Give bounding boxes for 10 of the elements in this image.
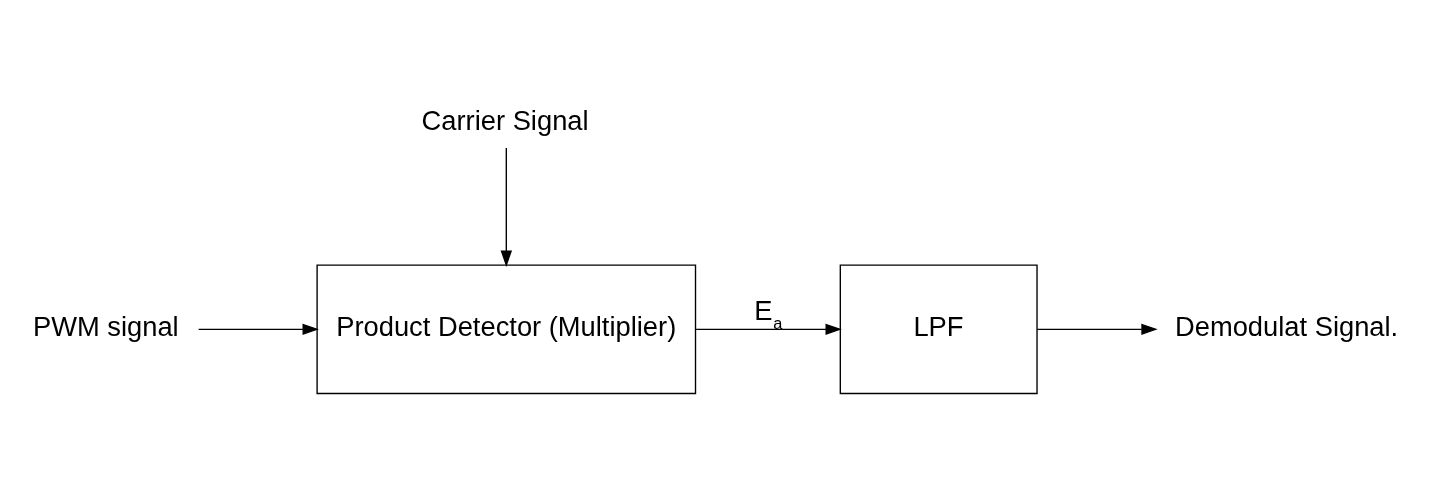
arrow xyxy=(695,323,842,336)
arrow xyxy=(500,147,513,267)
arrow xyxy=(1036,323,1158,336)
edge-label: E$_{a}$ xyxy=(754,294,783,332)
node-text: PWM signal xyxy=(32,311,179,343)
arrow xyxy=(197,323,319,336)
node-text: Demodulat Signal. xyxy=(1175,311,1399,343)
node-box: LPF xyxy=(839,264,1038,395)
node-box: Product Detector (Multiplier) xyxy=(316,264,697,395)
node-text: Carrier Signal xyxy=(421,104,589,136)
